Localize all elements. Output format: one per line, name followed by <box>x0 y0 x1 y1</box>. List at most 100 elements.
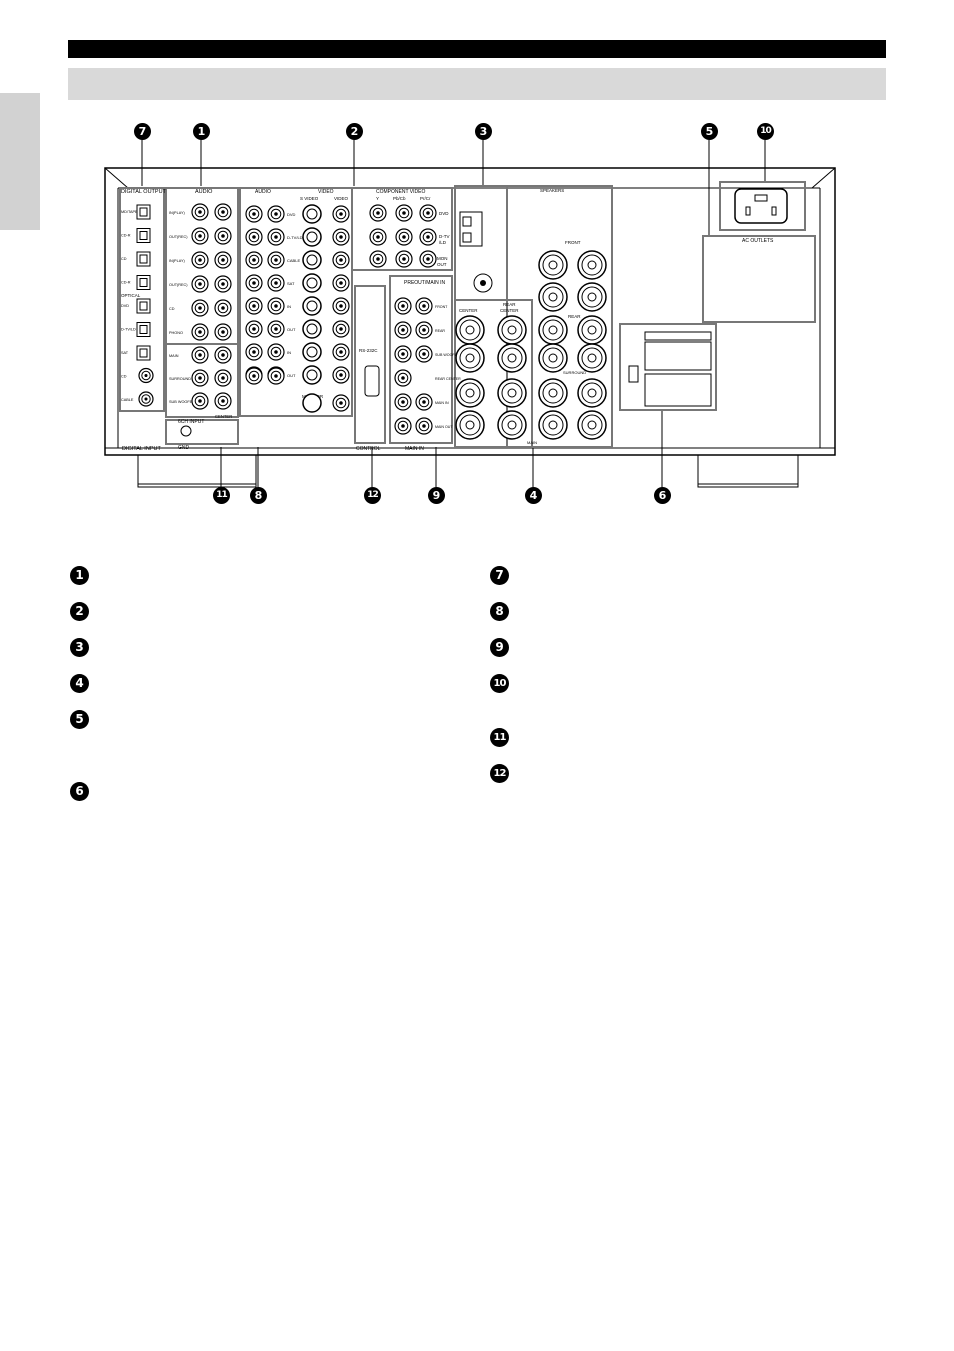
audio-label: AUDIO <box>195 189 213 195</box>
video-row-label: OUT <box>287 373 296 378</box>
rca-jack <box>245 228 263 246</box>
callout-4: 4 <box>525 487 542 504</box>
video-row-label: DVD <box>287 212 296 217</box>
legend-item-8: 8 <box>490 602 509 621</box>
optical-jack <box>136 345 151 361</box>
rca-jack <box>394 345 412 363</box>
callout-3: 3 <box>475 123 492 140</box>
rca-jack <box>245 205 263 223</box>
rca-jack <box>415 321 433 339</box>
rca-jack <box>332 251 350 269</box>
rca-jack <box>394 417 412 435</box>
speaker-terminal <box>577 410 607 440</box>
comp-pb-label: Pb/Cb <box>393 196 406 201</box>
speaker-terminal <box>577 282 607 312</box>
video-row-label: CABLE <box>287 258 300 263</box>
center-label: CENTER <box>215 414 232 419</box>
preout-row-label: SUB WOOFER <box>435 353 460 357</box>
comp-out-label: OUT <box>437 262 447 267</box>
digital-row-label: MD/TAPE <box>121 210 138 214</box>
speaker-terminal <box>577 315 607 345</box>
rca-jack <box>191 227 209 245</box>
digital-row-label: CD <box>121 375 127 379</box>
component-video-label: COMPONENT VIDEO <box>376 189 425 195</box>
callout-5: 5 <box>701 123 718 140</box>
rca-jack <box>415 345 433 363</box>
speaker-terminal <box>455 378 485 408</box>
audio-row-label: OUT(REC) <box>169 235 188 239</box>
audio-row-label: IN(PLAY) <box>169 211 185 215</box>
s-video-jack <box>302 319 322 339</box>
legend-item-5: 5 <box>70 710 89 729</box>
s-video-jack <box>302 296 322 316</box>
optical-jack <box>136 322 151 337</box>
audio-row-label: OUT(REC) <box>169 283 188 287</box>
rca-jack <box>267 320 285 338</box>
component-jack <box>395 250 413 268</box>
component-jack <box>369 204 387 222</box>
video-row-label: OUT <box>287 327 296 332</box>
rca-jack <box>267 367 285 385</box>
component-jack <box>419 228 437 246</box>
video-label: VIDEO <box>318 189 334 195</box>
legend-item-9: 9 <box>490 638 509 657</box>
rca-jack <box>245 320 263 338</box>
component-video-section: COMPONENT VIDEO Y Pb/Cb Pr/Cr DVD D-TV /… <box>369 189 450 268</box>
rca-jack <box>267 297 285 315</box>
speaker-terminal <box>577 250 607 280</box>
digital-output-label: DIGITAL OUTPUT <box>121 189 167 195</box>
sixch-row-label: MAIN <box>169 354 179 358</box>
gnd-terminal <box>180 425 192 437</box>
speaker-terminal <box>538 378 568 408</box>
component-jack <box>419 250 437 268</box>
digital-row-label: DVD <box>121 304 129 308</box>
rear-center-label: REAR <box>503 302 516 307</box>
speaker-terminal <box>538 315 568 345</box>
rca-jack <box>332 320 350 338</box>
legend-item-3: 3 <box>70 638 89 657</box>
rca-jack <box>332 343 350 361</box>
rca-jack <box>214 346 232 364</box>
comp-mon-label: MON <box>437 256 448 261</box>
preout-row-label: REAR <box>435 329 445 333</box>
ac-outlets-label: AC OUTLETS <box>742 238 774 244</box>
rca-jack <box>267 205 285 223</box>
top-leader-lines <box>141 140 766 487</box>
audio-row-label: PHONO <box>169 331 183 335</box>
component-jack <box>395 228 413 246</box>
coaxial-jack <box>138 367 154 384</box>
gnd-label: GND <box>178 445 190 451</box>
component-jack <box>369 228 387 246</box>
s-video-jack <box>302 342 322 362</box>
side-language-tab <box>0 93 40 230</box>
rca-jack <box>267 228 285 246</box>
speaker-terminal <box>497 378 527 408</box>
video-col-label: VIDEO <box>334 196 349 201</box>
rca-jack <box>267 343 285 361</box>
rca-jack <box>191 369 209 387</box>
callout-11: 11 <box>213 487 230 504</box>
legend-item-2: 2 <box>70 602 89 621</box>
rear-label: REAR <box>568 314 581 319</box>
rca-jack <box>332 228 350 246</box>
legend-item-11: 11 <box>490 728 509 747</box>
digital-row-label: SAT <box>121 351 129 355</box>
speaker-terminal <box>577 343 607 373</box>
rca-jack <box>214 203 232 221</box>
rca-jack <box>214 251 232 269</box>
digital-row-label: CD-R <box>121 281 131 285</box>
rca-jack <box>394 321 412 339</box>
surround-label: SURROUND <box>563 370 586 375</box>
center-speaker-label: CENTER <box>459 308 478 313</box>
audio-row-label: IN(PLAY) <box>169 259 185 263</box>
speaker-terminal <box>497 410 527 440</box>
legend-item-12: 12 <box>490 764 509 783</box>
rca-jack <box>191 323 209 341</box>
video-section: AUDIO VIDEO S VIDEO VIDEO MONITOR OUT DV… <box>245 189 350 413</box>
digital-input-label: DIGITAL INPUT <box>122 446 161 452</box>
comp-dvd-label: DVD <box>439 211 449 216</box>
rca-jack <box>214 369 232 387</box>
speaker-terminal <box>497 315 527 345</box>
callout-9: 9 <box>428 487 445 504</box>
